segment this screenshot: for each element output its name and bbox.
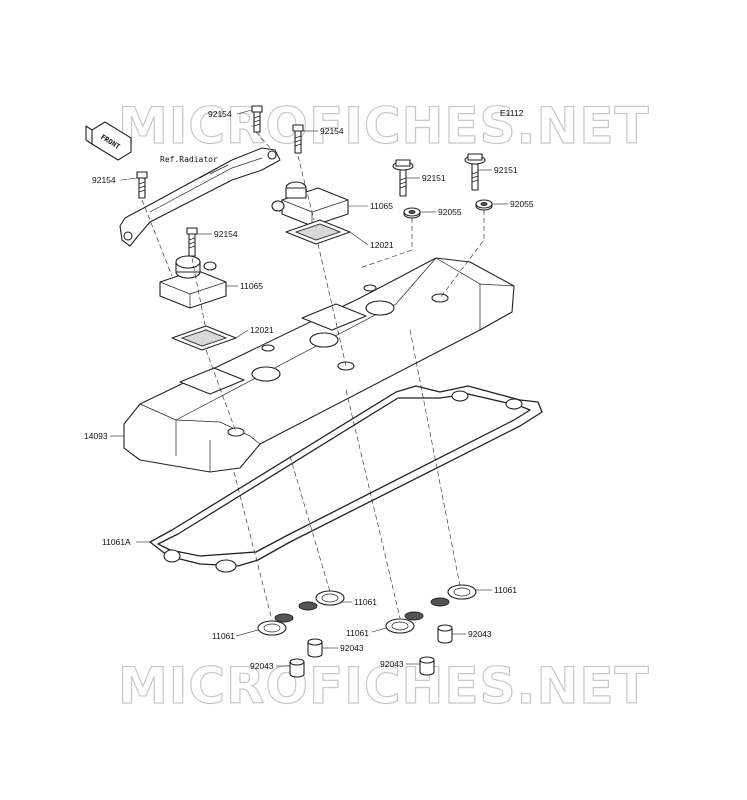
front-arrow-icon: FRONT <box>85 121 132 161</box>
watermark-top: MICROFICHES.NET <box>118 97 650 155</box>
bolt-92154-left <box>136 171 148 199</box>
gasket-11061a <box>149 385 543 573</box>
bolt-92151-right <box>464 153 486 191</box>
label-plug-gasket-a: 11061 <box>212 631 235 641</box>
seal-12021-upper <box>285 219 351 245</box>
label-gasket: 11061A <box>102 537 131 547</box>
dowel-92043-c <box>419 656 435 676</box>
plug-gasket-11061-a <box>257 613 294 636</box>
label-dowel-c: 92043 <box>380 659 404 669</box>
seal-12021-lower <box>171 325 237 351</box>
label-plug-gasket-c: 11061 <box>346 628 369 638</box>
dowel-92043-a <box>289 658 305 678</box>
label-washer-right: 92055 <box>510 199 534 209</box>
label-washer-left: 92055 <box>438 207 462 217</box>
label-bolt-nut-right: 92151 <box>494 165 518 175</box>
bolt-92151-left <box>392 159 414 197</box>
cap-11065-upper <box>271 181 349 227</box>
bolt-92154-top <box>251 105 263 133</box>
label-plug-gasket-b: 11061 <box>354 597 377 607</box>
label-bolt-nut-left: 92151 <box>422 173 446 183</box>
label-plug-gasket-d: 11061 <box>494 585 517 595</box>
dowel-92043-b <box>307 638 323 658</box>
reference-code: E1112 <box>500 108 524 118</box>
label-head-cover: 14093 <box>84 431 108 441</box>
bolt-92154-mid <box>186 227 198 257</box>
bracket-part <box>119 147 281 247</box>
label-dowel-b: 92043 <box>340 643 364 653</box>
washer-92055-left <box>403 207 421 219</box>
label-dowel-d: 92043 <box>468 629 492 639</box>
plug-gasket-11061-b <box>298 590 345 611</box>
label-seal-lower: 12021 <box>250 325 274 335</box>
label-seal-upper: 12021 <box>370 240 394 250</box>
label-bolt-bracket-right: 92154 <box>320 126 344 136</box>
ref-radiator-note: Ref.Radiator <box>160 155 218 164</box>
dowel-92043-d <box>437 624 453 644</box>
label-bolt-mid: 92154 <box>214 229 238 239</box>
label-bolt-top: 92154 <box>208 109 232 119</box>
bolt-92154-right <box>292 124 304 154</box>
label-bolt-bracket-left: 92154 <box>92 175 116 185</box>
label-cap-upper: 11065 <box>370 201 393 211</box>
leader-lines <box>110 109 508 667</box>
plug-gasket-11061-c <box>385 611 424 634</box>
cap-11065-lower <box>159 255 227 309</box>
label-cap-lower: 11065 <box>240 281 263 291</box>
plug-gasket-11061-d <box>430 584 477 607</box>
label-dowel-a: 92043 <box>250 661 274 671</box>
part-labels: 92154 92154 92154 92154 92151 92151 9205… <box>84 109 534 671</box>
head-cover-14093 <box>123 257 515 473</box>
assembly-lines <box>141 131 485 621</box>
washer-92055-right <box>475 199 493 211</box>
watermark-bottom: MICROFICHES.NET <box>118 657 650 715</box>
